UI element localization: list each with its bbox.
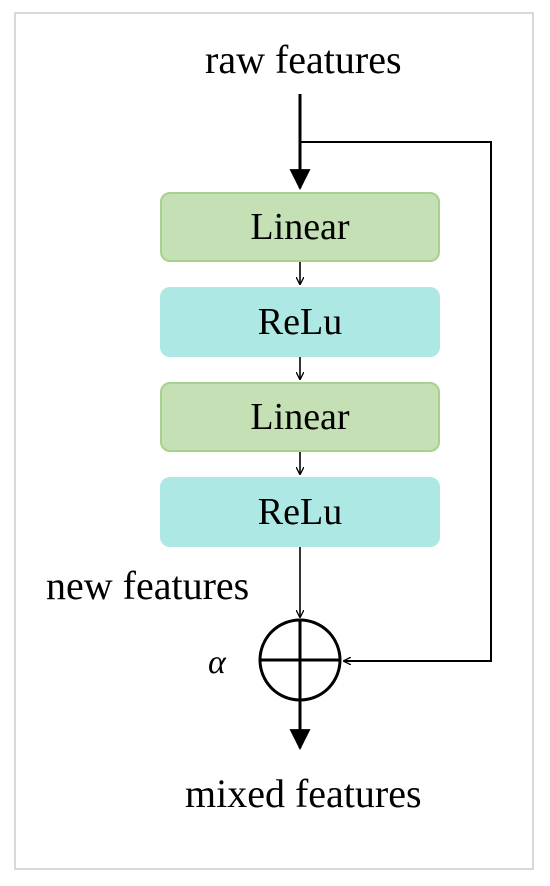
linear-block-1: Linear <box>160 192 440 262</box>
relu-block-2-label: ReLu <box>257 491 343 533</box>
intermediate-label: new features <box>46 563 250 608</box>
linear-block-2-label: Linear <box>250 396 350 438</box>
output-label: mixed features <box>185 771 422 816</box>
linear-block-2: Linear <box>160 382 440 452</box>
relu-block-1-label: ReLu <box>257 301 343 343</box>
relu-block-2: ReLu <box>160 477 440 547</box>
mix-weight-label: α <box>208 644 226 681</box>
skip-connection-line <box>300 141 492 661</box>
input-label: raw features <box>205 37 402 82</box>
linear-block-1-label: Linear <box>250 206 350 248</box>
figure-frame <box>14 12 534 870</box>
relu-block-1: ReLu <box>160 287 440 357</box>
sum-node-icon <box>258 618 342 702</box>
